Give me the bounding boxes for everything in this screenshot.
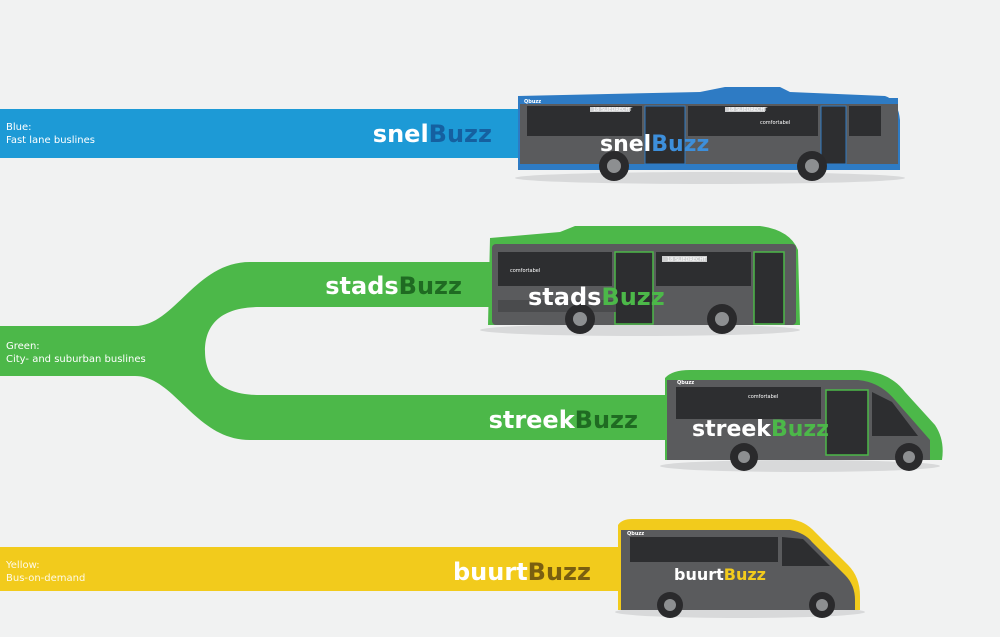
minibus-icon: Qbuzz buurtBuzz [615,519,865,618]
blue-description-label: Fast lane buslines [6,135,95,146]
bus2-livery-name: stadsBuzz [528,283,665,311]
bus3-livery-name: streekBuzz [692,417,829,442]
snel-brand-name: snelBuzz [373,120,492,148]
streek-brand-name: streekBuzz [489,406,638,434]
green-branch-band [0,262,670,440]
green-category-label: Green: [6,341,40,352]
buurt-brand-name: buurtBuzz [453,558,591,586]
midi-bus-icon: comfortabel Qbuzz streekBuzz [660,370,943,472]
bus2-destination: 18 SLIEDRECHT [667,257,707,263]
bus1-livery-name: snelBuzz [600,132,709,157]
bus2-comfort-label: comfortabel [510,268,540,274]
yellow-description-label: Bus-on-demand [6,573,85,584]
bus3-comfort-label: comfortabel [748,394,778,400]
electric-bus-icon: 18 SLIEDRECHT comfortabel stadsBuzz [480,226,800,336]
bus4-logo: Qbuzz [627,531,644,537]
blue-category-label: Blue: [6,122,32,133]
bus4-livery-name: buurtBuzz [674,565,766,584]
bus1-destination-1: 18 SLIEDRECHT [593,107,633,113]
blue-band [0,109,530,158]
stads-brand-name: stadsBuzz [325,272,462,300]
green-description-label: City- and suburban buslines [6,354,146,365]
bus1-comfort-label: comfortabel [760,120,790,126]
bus1-destination-2: 18 SLIEDRECHT [728,107,768,113]
city-bus-icon: 18 SLIEDRECHT 18 SLIEDRECHT comfortabel … [515,87,905,184]
yellow-band [0,547,625,591]
bus1-logo: Qbuzz [524,99,541,105]
yellow-category-label: Yellow: [5,560,40,571]
bus3-logo: Qbuzz [677,380,694,386]
